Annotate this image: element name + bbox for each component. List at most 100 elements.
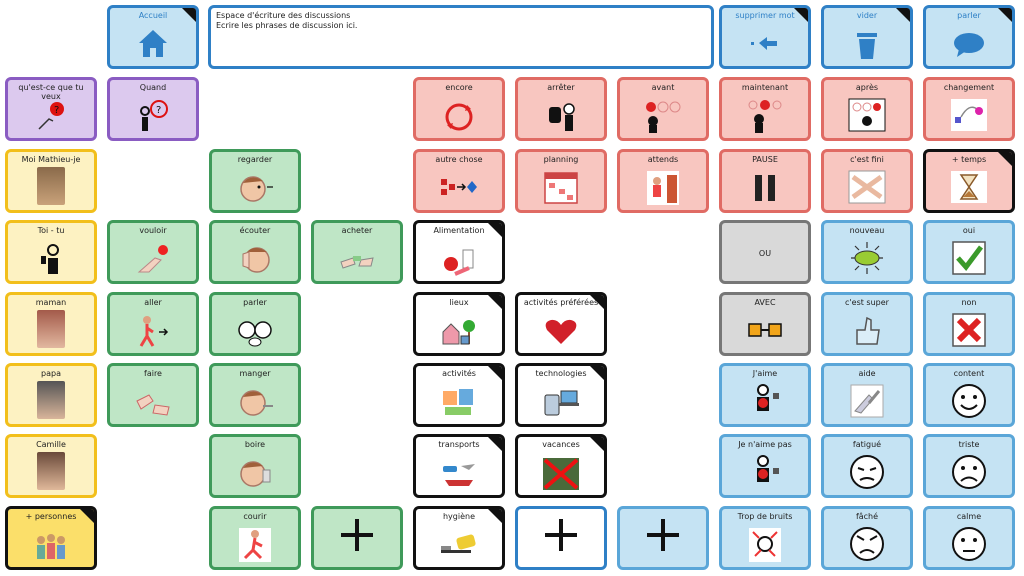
technologies-button[interactable]: technologies [515, 363, 607, 427]
cest-super-button[interactable]: c'est super [821, 292, 913, 356]
activities-icon [439, 381, 479, 421]
cest-fini-button[interactable]: c'est fini [821, 149, 913, 213]
change-arrow-icon [949, 95, 989, 135]
activites-button[interactable]: activités [413, 363, 505, 427]
looking-face-icon [235, 167, 275, 207]
checkmark-icon [949, 238, 989, 278]
toothbrush-icon [439, 524, 479, 564]
sad-face-icon [949, 452, 989, 492]
backspace-arrow-icon [745, 23, 785, 63]
attends-button[interactable]: attends [617, 149, 709, 213]
faire-button[interactable]: faire [107, 363, 199, 427]
nouveau-button[interactable]: nouveau [821, 220, 913, 284]
hands-doing-icon [133, 381, 173, 421]
trop-de-bruits-button[interactable]: Trop de bruits [719, 506, 811, 570]
new-sparkle-icon [847, 238, 887, 278]
manger-button[interactable]: manger [209, 363, 301, 427]
add-white-button[interactable] [515, 506, 607, 570]
content-button[interactable]: content [923, 363, 1015, 427]
avec-button[interactable]: AVEC [719, 292, 811, 356]
vouloir-button[interactable]: vouloir [107, 220, 199, 284]
courir-button[interactable]: courir [209, 506, 301, 570]
changement-button[interactable]: changement [923, 77, 1015, 141]
non-button[interactable]: non [923, 292, 1015, 356]
calendar-icon [541, 167, 581, 207]
papa-button[interactable]: papa [5, 363, 97, 427]
hygiene-button[interactable]: hygiène [413, 506, 505, 570]
devices-icon [541, 381, 581, 421]
dislike-person-icon [745, 452, 785, 492]
heart-icon [541, 310, 581, 350]
plus-temps-button[interactable]: + temps [923, 149, 1015, 213]
transport-icon [439, 452, 479, 492]
noise-icon [745, 524, 785, 564]
planning-button[interactable]: planning [515, 149, 607, 213]
finished-icon [847, 167, 887, 207]
plus-icon [541, 515, 581, 555]
oui-button[interactable]: oui [923, 220, 1015, 284]
moi-mathieu-button[interactable]: Moi Mathieu-je [5, 149, 97, 213]
vider-button[interactable]: vider [821, 5, 913, 69]
maman-photo [37, 310, 65, 348]
fache-button[interactable]: fâché [821, 506, 913, 570]
supprimer-mot-button[interactable]: supprimer mot [719, 5, 811, 69]
aide-button[interactable]: aide [821, 363, 913, 427]
quest-ce-que-tu-veux-button[interactable]: qu'est-ce que tu veux ? [5, 77, 97, 141]
regarder-button[interactable]: regarder [209, 149, 301, 213]
arreter-button[interactable]: arrêter [515, 77, 607, 141]
plus-icon [337, 515, 377, 555]
home-icon [133, 23, 173, 63]
hourglass-icon [949, 167, 989, 207]
angry-face-icon [847, 524, 887, 564]
pause-icon [745, 167, 785, 207]
cross-icon [949, 310, 989, 350]
happy-face-icon [949, 381, 989, 421]
camille-button[interactable]: Camille [5, 434, 97, 498]
lieux-button[interactable]: lieux [413, 292, 505, 356]
places-icon [439, 310, 479, 350]
talking-faces-icon [235, 310, 275, 350]
help-hands-icon [847, 381, 887, 421]
quand-button[interactable]: Quand ? [107, 77, 199, 141]
autre-chose-button[interactable]: autre chose [413, 149, 505, 213]
maman-button[interactable]: maman [5, 292, 97, 356]
running-person-icon [235, 524, 275, 564]
parler-top-button[interactable]: parler [923, 5, 1015, 69]
add-green-button[interactable] [311, 506, 403, 570]
plus-personnes-button[interactable]: + personnes [5, 506, 97, 570]
calme-button[interactable]: calme [923, 506, 1015, 570]
maintenant-button[interactable]: maintenant [719, 77, 811, 141]
transports-button[interactable]: transports [413, 434, 505, 498]
svg-text:?: ? [54, 105, 59, 116]
toi-tu-button[interactable]: Toi - tu [5, 220, 97, 284]
ou-button[interactable]: OU [719, 220, 811, 284]
plus-icon [643, 515, 683, 555]
after-icon [847, 95, 887, 135]
pause-button[interactable]: PAUSE [719, 149, 811, 213]
accueil-button[interactable]: Accueil [107, 5, 199, 69]
clock-question-icon: ? [133, 95, 173, 135]
before-icon [643, 95, 683, 135]
aller-button[interactable]: aller [107, 292, 199, 356]
ecouter-button[interactable]: écouter [209, 220, 301, 284]
hand-reach-icon [133, 238, 173, 278]
tired-face-icon [847, 452, 887, 492]
fatigue-button[interactable]: fatigué [821, 434, 913, 498]
add-blue-button[interactable] [617, 506, 709, 570]
parler-button[interactable]: parler [209, 292, 301, 356]
apres-button[interactable]: après [821, 77, 913, 141]
group-people-icon [31, 524, 71, 564]
acheter-button[interactable]: acheter [311, 220, 403, 284]
buy-hands-icon [337, 238, 377, 278]
alimentation-button[interactable]: Alimentation [413, 220, 505, 284]
vacances-button[interactable]: vacances [515, 434, 607, 498]
activites-preferees-button[interactable]: activités préférées [515, 292, 607, 356]
discussion-text-area[interactable]: Espace d'écriture des discussions Ecrire… [208, 5, 714, 69]
triste-button[interactable]: triste [923, 434, 1015, 498]
boire-button[interactable]: boire [209, 434, 301, 498]
encore-button[interactable]: encore [413, 77, 505, 141]
je-naime-pas-button[interactable]: Je n'aime pas [719, 434, 811, 498]
avant-button[interactable]: avant [617, 77, 709, 141]
jaime-button[interactable]: J'aime [719, 363, 811, 427]
change-shape-icon [439, 167, 479, 207]
